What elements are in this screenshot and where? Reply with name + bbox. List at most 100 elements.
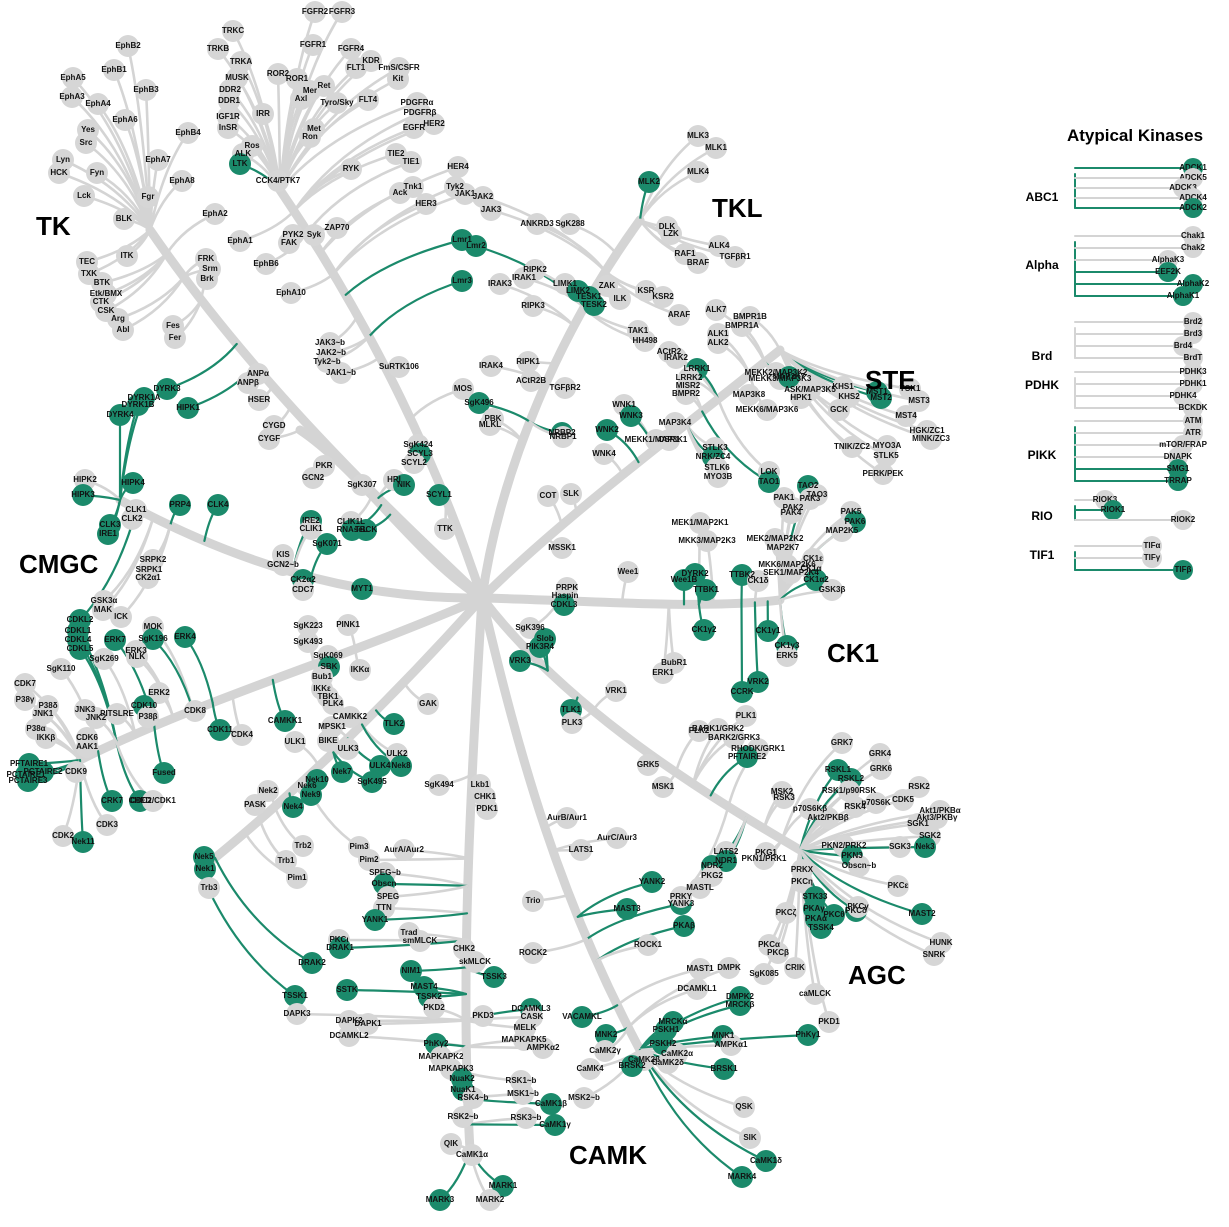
kinase-node-ripk1[interactable] <box>517 351 539 373</box>
kinase-node-nek11[interactable] <box>72 831 94 853</box>
kinase-node-mkk3-map2k3[interactable] <box>696 530 718 552</box>
atypical-node-riok2[interactable] <box>1173 510 1193 530</box>
kinase-node-trb3[interactable] <box>198 877 220 899</box>
kinase-node-sgk196[interactable] <box>142 628 164 650</box>
kinase-node-dapk1[interactable] <box>357 1013 379 1035</box>
kinase-node-rsk4-b[interactable] <box>462 1087 484 1109</box>
kinase-node-ck2-1[interactable] <box>137 567 159 589</box>
kinase-node-ick[interactable] <box>110 606 132 628</box>
kinase-node-mark3[interactable] <box>429 1189 451 1211</box>
kinase-node-fgfr1[interactable] <box>302 34 324 56</box>
kinase-node-actr2b[interactable] <box>520 370 542 392</box>
kinase-node-snrk[interactable] <box>923 944 945 966</box>
kinase-node-lzk[interactable] <box>660 223 682 245</box>
kinase-node-plk4[interactable] <box>322 693 344 715</box>
kinase-node-irak2[interactable] <box>665 347 687 369</box>
kinase-node-msk1-b[interactable] <box>512 1083 534 1105</box>
kinase-node-wnk3[interactable] <box>620 405 642 427</box>
kinase-node-qsk[interactable] <box>733 1096 755 1118</box>
kinase-node-brk[interactable] <box>196 268 218 290</box>
kinase-node-blk[interactable] <box>113 208 135 230</box>
kinase-node-drak1[interactable] <box>329 937 351 959</box>
kinase-node-pkc[interactable] <box>775 902 797 924</box>
kinase-node-erk4[interactable] <box>174 626 196 648</box>
kinase-node-ikk[interactable] <box>349 659 371 681</box>
kinase-node-jak1[interactable] <box>454 183 476 205</box>
kinase-node-ikk[interactable] <box>35 727 57 749</box>
kinase-node-flt1[interactable] <box>345 57 367 79</box>
kinase-node-mlk4[interactable] <box>687 161 709 183</box>
kinase-node-fyn[interactable] <box>86 162 108 184</box>
kinase-node-aura-aur2[interactable] <box>393 839 415 861</box>
kinase-node-ampk-1[interactable] <box>720 1034 742 1056</box>
kinase-node-trkb[interactable] <box>207 38 229 60</box>
kinase-node-sgk085[interactable] <box>753 963 775 985</box>
kinase-node-erk7[interactable] <box>104 629 126 651</box>
kinase-node-cdkl3[interactable] <box>553 594 575 616</box>
kinase-node-hh498[interactable] <box>634 330 656 352</box>
kinase-node-pftaire2[interactable] <box>736 746 758 768</box>
kinase-node-pkc[interactable] <box>791 871 813 893</box>
kinase-node-smmlck[interactable] <box>409 930 431 952</box>
kinase-node-epha8[interactable] <box>171 170 193 192</box>
kinase-node-qik[interactable] <box>440 1133 462 1155</box>
kinase-node-grk7[interactable] <box>831 732 853 754</box>
kinase-node-camkk1[interactable] <box>274 710 296 732</box>
kinase-node-scyl1[interactable] <box>428 484 450 506</box>
kinase-node-gsk3[interactable] <box>821 579 843 601</box>
kinase-node-aak1[interactable] <box>76 736 98 758</box>
kinase-node-ror2[interactable] <box>267 63 289 85</box>
kinase-node-epha1[interactable] <box>229 230 251 252</box>
kinase-node-cdc7[interactable] <box>292 579 314 601</box>
kinase-node-tyro-sky[interactable] <box>326 92 348 114</box>
kinase-node-ck1[interactable] <box>747 570 769 592</box>
kinase-node-ephb1[interactable] <box>103 59 125 81</box>
kinase-node-erk5[interactable] <box>776 645 798 667</box>
kinase-node-ephb6[interactable] <box>255 253 277 275</box>
kinase-node-trio[interactable] <box>522 890 544 912</box>
kinase-node-epha4[interactable] <box>87 93 109 115</box>
kinase-node-bmpr2[interactable] <box>675 383 697 405</box>
kinase-node-flt4[interactable] <box>357 89 379 111</box>
kinase-node-pask[interactable] <box>244 794 266 816</box>
kinase-node-cdk2[interactable] <box>52 825 74 847</box>
kinase-node-mlk1[interactable] <box>705 137 727 159</box>
kinase-node-kit[interactable] <box>387 68 409 90</box>
kinase-node-hipk3[interactable] <box>72 484 94 506</box>
kinase-node-camk2[interactable] <box>594 1040 616 1062</box>
kinase-node-dyrk1b[interactable] <box>127 394 149 416</box>
kinase-node-sgk3[interactable] <box>889 836 911 858</box>
kinase-node-pkc[interactable] <box>847 896 869 918</box>
kinase-node-cygf[interactable] <box>258 428 280 450</box>
kinase-node-pak3[interactable] <box>799 488 821 510</box>
kinase-node-stlk5[interactable] <box>875 445 897 467</box>
kinase-node-cdk4[interactable] <box>231 724 253 746</box>
kinase-node-tgf-r2[interactable] <box>554 377 576 399</box>
kinase-node-obscn-b[interactable] <box>848 855 870 877</box>
kinase-node-hipk4[interactable] <box>122 472 144 494</box>
kinase-node-tgf-r1[interactable] <box>724 246 746 268</box>
kinase-node-cdkl5[interactable] <box>69 638 91 660</box>
kinase-node-mast1[interactable] <box>689 958 711 980</box>
kinase-node-rsk2-b[interactable] <box>452 1106 474 1128</box>
kinase-node-pim2[interactable] <box>358 849 380 871</box>
kinase-node-fgfr2[interactable] <box>304 1 326 23</box>
kinase-node-ddr1[interactable] <box>218 90 240 112</box>
kinase-node-pkc[interactable] <box>887 875 909 897</box>
kinase-node-grk5[interactable] <box>637 754 659 776</box>
kinase-node-drak2[interactable] <box>301 952 323 974</box>
kinase-node-ulk3[interactable] <box>337 738 359 760</box>
kinase-node-nek7[interactable] <box>331 761 353 783</box>
kinase-node-scyl2[interactable] <box>403 452 425 474</box>
kinase-node-rsk2[interactable] <box>908 776 930 798</box>
kinase-node-map2k5[interactable] <box>831 520 853 542</box>
kinase-node-sgk307[interactable] <box>351 474 373 496</box>
kinase-node-ksr2[interactable] <box>652 286 674 308</box>
kinase-node-crk7[interactable] <box>101 790 123 812</box>
kinase-node-camk1[interactable] <box>540 1093 562 1115</box>
kinase-node-alk7[interactable] <box>705 299 727 321</box>
atypical-node-alphak1[interactable] <box>1173 286 1193 306</box>
kinase-node-abl[interactable] <box>112 319 134 341</box>
kinase-node-trb2[interactable] <box>292 835 314 857</box>
kinase-node-mos[interactable] <box>452 378 474 400</box>
